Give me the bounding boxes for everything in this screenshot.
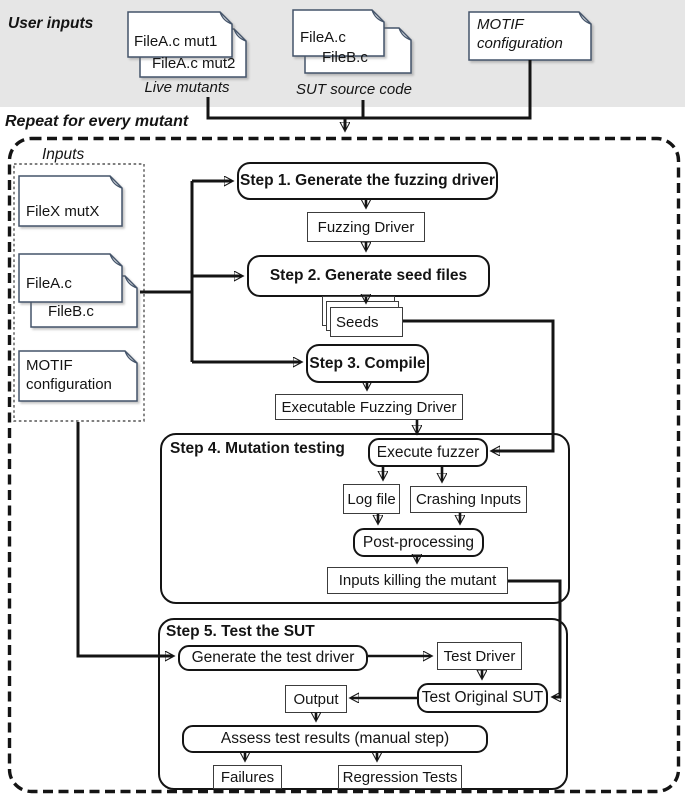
- node-step3-compile: Step 3. Compile: [306, 344, 429, 383]
- node-post-processing: Post-processing: [353, 528, 484, 557]
- node-failures: Failures: [213, 765, 282, 789]
- node-step2-generate-seed-files: Step 2. Generate seed files: [247, 255, 490, 297]
- file-label-filea-inner: FileA.c: [26, 275, 72, 292]
- file-shape-motif-config: [468, 11, 592, 61]
- node-output: Output: [285, 685, 347, 713]
- node-inputs-killing-mutant: Inputs killing the mutant: [327, 567, 508, 594]
- live-mutants-caption: Live mutants: [144, 79, 230, 96]
- node-execute-fuzzer: Execute fuzzer: [368, 438, 488, 467]
- file-shape-filea: [292, 9, 385, 57]
- file-label-filea: FileA.c: [300, 29, 346, 46]
- node-executable-fuzzing-driver: Executable Fuzzing Driver: [275, 394, 463, 420]
- node-step1-generate-fuzzing-driver: Step 1. Generate the fuzzing driver: [237, 162, 498, 200]
- file-label-motif-config: MOTIF configuration: [477, 16, 563, 52]
- file-label-mutant2: FileA.c mut2: [152, 55, 236, 72]
- user-inputs-label: User inputs: [8, 15, 94, 32]
- inputs-trunk-line: [140, 181, 194, 362]
- node-test-original-sut: Test Original SUT: [417, 683, 548, 713]
- file-label-fileb: FileB.c: [322, 49, 368, 66]
- arrow-seeds-to-execute-fuzzer: [403, 319, 555, 451]
- file-label-fileb-inner: FileB.c: [48, 303, 94, 320]
- node-regression-tests: Regression Tests: [338, 765, 462, 789]
- step4-label: Step 4. Mutation testing: [170, 440, 345, 457]
- node-crashing-inputs: Crashing Inputs: [410, 486, 527, 513]
- node-test-driver: Test Driver: [437, 642, 522, 670]
- node-generate-test-driver: Generate the test driver: [178, 645, 368, 671]
- node-assess-test-results: Assess test results (manual step): [182, 725, 488, 753]
- step5-label: Step 5. Test the SUT: [166, 623, 315, 640]
- file-label-mutant1: FileA.c mut1: [134, 33, 218, 50]
- node-fuzzing-driver: Fuzzing Driver: [307, 212, 425, 242]
- repeat-loop-label: Repeat for every mutant: [5, 113, 189, 130]
- file-label-filex-mutx: FileX mutX: [26, 203, 100, 220]
- file-label-motif-config-inner: MOTIF configuration: [26, 357, 112, 393]
- inputs-panel-label: Inputs: [42, 146, 85, 163]
- sut-source-caption: SUT source code: [296, 81, 412, 98]
- arrow-inputs-to-generate-test-driver: [76, 422, 173, 656]
- node-seeds: Seeds: [330, 307, 403, 337]
- file-shape-mutant1: [127, 11, 233, 58]
- node-log-file: Log file: [343, 484, 400, 514]
